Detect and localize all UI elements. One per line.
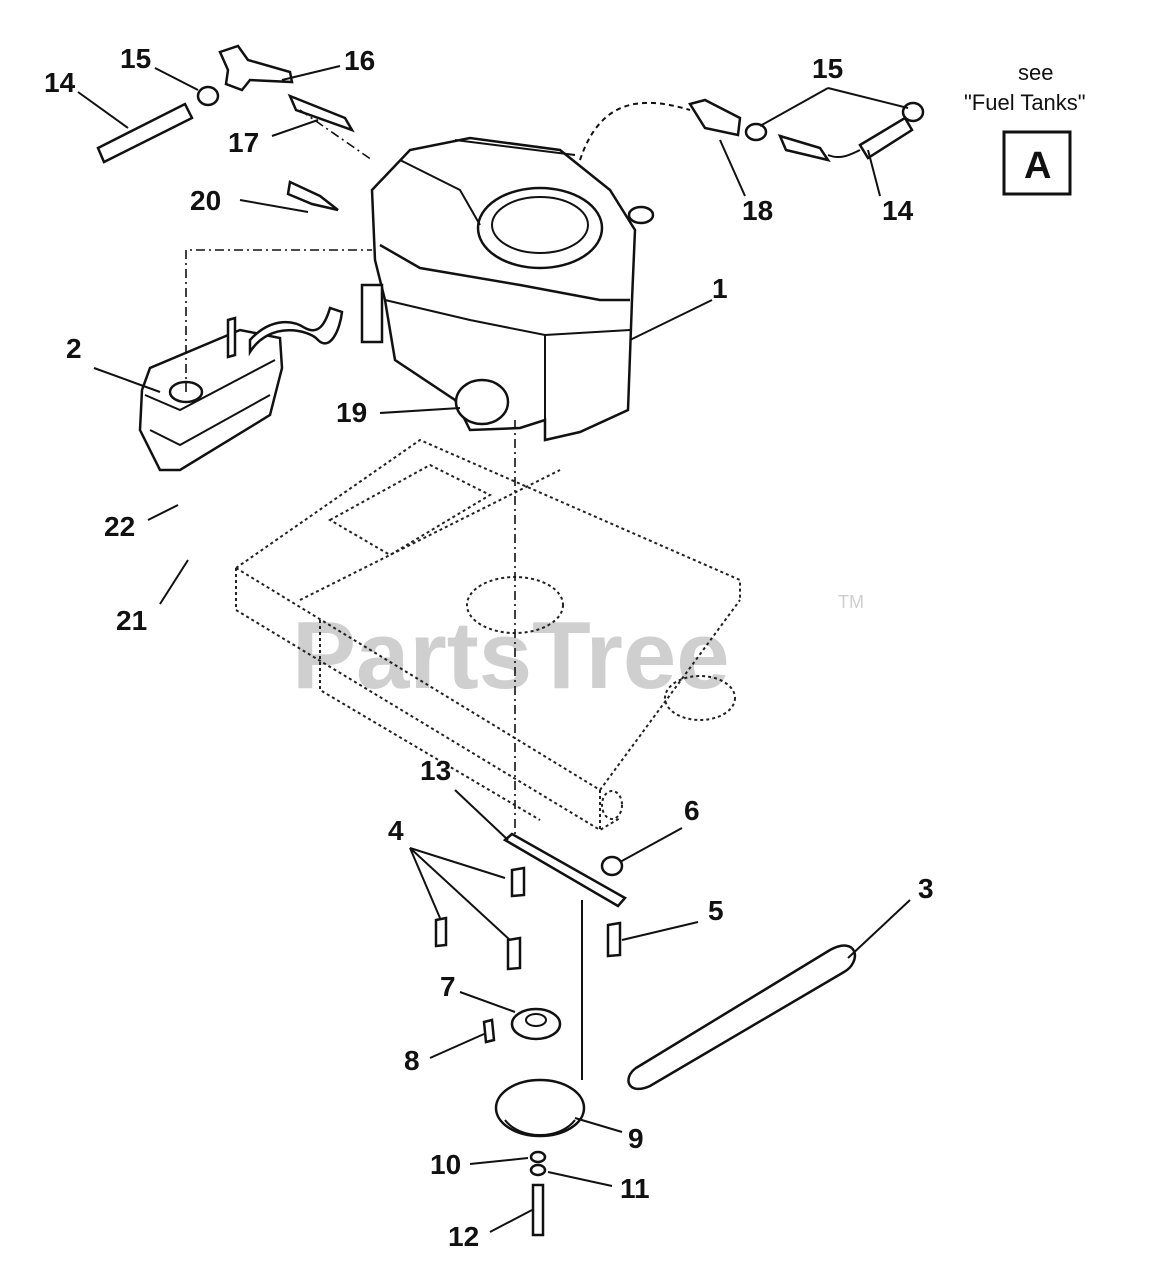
callout-18: 18	[742, 195, 773, 226]
callout-8: 8	[404, 1045, 420, 1076]
callout-7: 7	[440, 971, 456, 1002]
callout-5: 5	[708, 895, 724, 926]
callout-15-right: 15	[812, 53, 843, 84]
callout-21: 21	[116, 605, 147, 636]
callout-20: 20	[190, 185, 221, 216]
leader-lines	[77, 65, 911, 1233]
muffler	[138, 249, 372, 472]
callout-17: 17	[228, 127, 259, 158]
callout-10: 10	[430, 1149, 461, 1180]
callout-11: 11	[620, 1173, 650, 1204]
callout-19: 19	[336, 397, 367, 428]
callout-1: 1	[712, 273, 728, 304]
drive-parts	[434, 420, 857, 1237]
reference-letter: A	[1024, 145, 1051, 187]
callout-9: 9	[628, 1123, 644, 1154]
callout-16: 16	[344, 45, 375, 76]
callout-6: 6	[684, 795, 700, 826]
callout-22: 22	[104, 511, 135, 542]
fuel-line-left	[96, 44, 373, 212]
callout-2: 2	[66, 333, 82, 364]
callout-3: 3	[918, 873, 934, 904]
watermark-text: PartsTree	[292, 602, 730, 709]
callout-14-right: 14	[882, 195, 914, 226]
callout-4: 4	[388, 815, 404, 846]
callout-13: 13	[420, 755, 451, 786]
engine	[360, 136, 655, 442]
callout-14-left: 14	[44, 67, 76, 98]
fuel-line-right	[579, 98, 925, 162]
callout-15-left: 15	[120, 43, 151, 74]
reference-box	[1002, 130, 1072, 196]
watermark-trademark: TM	[838, 592, 864, 612]
callout-12: 12	[448, 1221, 479, 1252]
see-note-line2: "Fuel Tanks"	[964, 90, 1086, 115]
see-note-line1: see	[1018, 60, 1053, 85]
